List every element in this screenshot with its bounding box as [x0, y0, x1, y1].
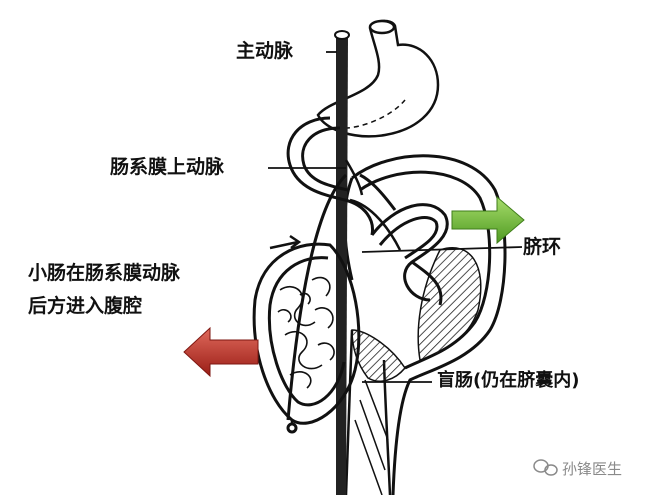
wechat-icon — [533, 459, 558, 476]
watermark-text: 孙锋医生 — [562, 460, 623, 478]
small-intestine-label-line1: 小肠在肠系膜动脉 — [28, 262, 181, 284]
small-intestine-label-line2: 后方进入腹腔 — [28, 295, 143, 317]
sma-vessel — [286, 159, 402, 421]
hatched-mesentery — [417, 247, 482, 361]
aorta-label: 主动脉 — [236, 40, 294, 62]
sma-label: 肠系膜上动脉 — [110, 156, 225, 178]
leader-lines — [268, 51, 523, 383]
small-intestine-arrow — [269, 234, 302, 250]
midgut-loop — [286, 116, 449, 306]
green-arrow — [451, 195, 525, 245]
umbilical-ring-label: 脐环 — [523, 236, 562, 258]
red-arrow — [183, 326, 259, 378]
stomach — [316, 19, 440, 138]
small-intestine-loop — [252, 242, 361, 434]
small-intestine-coils — [277, 276, 335, 389]
cecum-label: 盲肠(仍在脐囊内) — [437, 370, 580, 391]
